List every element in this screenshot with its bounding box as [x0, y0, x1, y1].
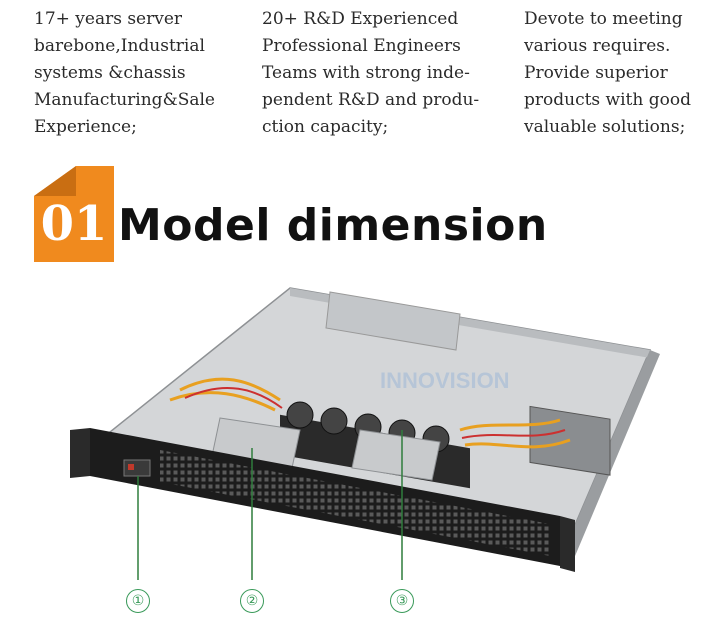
section-title: Model dimension	[118, 200, 548, 251]
feature-line: Experience;	[34, 117, 137, 137]
front-panel-vents	[160, 450, 550, 556]
section-number: 01	[40, 196, 108, 252]
drive-bay	[351, 429, 441, 481]
rack-ear-right	[560, 516, 575, 572]
feature-line: Devote to meeting	[524, 9, 683, 29]
feature-line: products with good	[524, 90, 691, 110]
feature-line: various requires.	[524, 36, 671, 56]
feature-line: Provide superior	[524, 63, 668, 83]
rear-io-bracket	[325, 291, 461, 351]
watermark-text: INNOVISION	[380, 368, 510, 393]
callout-marker-3: ③	[390, 589, 414, 613]
vent-mesh	[160, 450, 550, 556]
feature-line: valuable solutions;	[524, 117, 686, 137]
server-chassis-photo: INNOVISION	[70, 287, 660, 580]
feature-line: barebone,Industrial	[34, 36, 205, 56]
fan	[286, 401, 314, 429]
badge-fold	[34, 166, 76, 196]
feature-column-3: Devote to meeting various requires. Prov…	[524, 6, 691, 141]
feature-line: pendent R&D and produ-	[262, 90, 480, 110]
feature-line: ction capacity;	[262, 117, 389, 137]
feature-line: 20+ R&D Experienced	[262, 9, 459, 29]
feature-line: Manufacturing&Sale	[34, 90, 215, 110]
callout-marker-2: ②	[240, 589, 264, 613]
rack-ear-left	[70, 428, 90, 478]
feature-column-2: 20+ R&D Experienced Professional Enginee…	[262, 6, 479, 141]
feature-line: Teams with strong inde-	[262, 63, 470, 83]
badge-shape	[34, 166, 114, 262]
feature-line: Professional Engineers	[262, 36, 461, 56]
feature-line: systems &chassis	[34, 63, 186, 83]
cables-red	[184, 387, 566, 439]
cables	[169, 377, 571, 449]
power-button	[128, 464, 134, 470]
feature-column-1: 17+ years server barebone,Industrial sys…	[34, 6, 215, 141]
callout-marker-1: ①	[126, 589, 150, 613]
usb-ports	[123, 459, 151, 477]
feature-line: 17+ years server	[34, 9, 183, 29]
fan	[320, 407, 348, 435]
section-number-badge: 01	[34, 166, 114, 262]
